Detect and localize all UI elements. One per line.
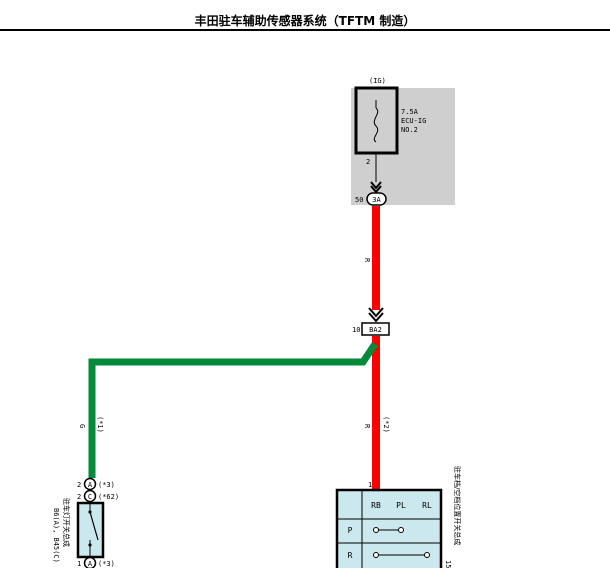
switch-contact-bottom	[88, 543, 92, 547]
ps-conn-a-bot: A	[88, 560, 93, 568]
ss-p-pl-dot	[398, 527, 404, 533]
wire-green-note: (*1)	[96, 416, 104, 433]
ps-label-1: B6(A), B45(C)	[52, 508, 60, 563]
fuse-box	[351, 88, 455, 205]
ps-label-2: 驻车灯开关总成	[62, 498, 71, 547]
connector-mid-id: BA2	[369, 326, 382, 334]
arrow-down-icon-2	[368, 312, 384, 323]
ps-note-c: (*62)	[98, 493, 119, 501]
ss-row-r: R	[348, 551, 353, 560]
ss-label: 驻车档/空档位置开关总成	[453, 466, 462, 545]
ps-note-a-top: (*3)	[98, 481, 115, 489]
ps-pin-a-top: 2	[77, 481, 81, 489]
connector-top-pin: 50	[355, 196, 363, 204]
ss-pin: 1	[368, 481, 372, 489]
fuse-arrow-icon	[370, 181, 382, 190]
ps-connector-c	[83, 489, 97, 503]
arrow-down-icon	[368, 307, 384, 318]
ss-row-p: P	[348, 526, 353, 535]
ps-pin-c: 2	[77, 493, 81, 501]
ss-col-pl: PL	[396, 501, 406, 510]
ss-p-rb-dot	[373, 527, 379, 533]
connector-top	[366, 192, 387, 206]
fuse-rating: 7.5A	[401, 108, 419, 116]
fuse-icon	[373, 107, 379, 143]
ps-conn-c: C	[88, 493, 92, 501]
fuse-ig-label: (IG)	[369, 77, 386, 85]
connector-mid	[361, 322, 390, 336]
wire-red-lower-note: (*2)	[382, 416, 390, 433]
fuse-number: NO.2	[401, 126, 418, 134]
switch-contact-top	[88, 510, 92, 514]
fuse-arrow-icon-2	[370, 185, 382, 194]
ps-conn-a-top: A	[88, 481, 93, 489]
page-title: 丰田驻车辅助传感器系统（TFTM 制造）	[194, 14, 416, 28]
wire-red-lower-label: R	[363, 424, 371, 429]
ss-r-rb-dot	[373, 552, 379, 558]
switch-icon	[89, 511, 99, 541]
wire-green-label: G	[78, 424, 86, 428]
ss-r-rl-dot	[424, 552, 430, 558]
ss-label-num: 15	[444, 560, 452, 568]
connector-top-id: 3A	[372, 196, 381, 204]
ps-connector-a-top	[83, 477, 97, 491]
fuse-pin: 2	[366, 158, 370, 166]
ps-note-a-bot: (*3)	[98, 560, 115, 568]
wire-green	[88, 342, 378, 478]
wire-red-upper-label: R	[363, 258, 371, 263]
connector-mid-pin: 10	[352, 326, 360, 334]
ss-col-rb: RB	[371, 501, 381, 510]
ss-col-rl: RL	[422, 501, 432, 510]
ps-connector-a-bot	[83, 556, 97, 568]
fuse-name: ECU-IG	[401, 117, 426, 125]
ps-pin-a-bot: 1	[77, 560, 81, 568]
